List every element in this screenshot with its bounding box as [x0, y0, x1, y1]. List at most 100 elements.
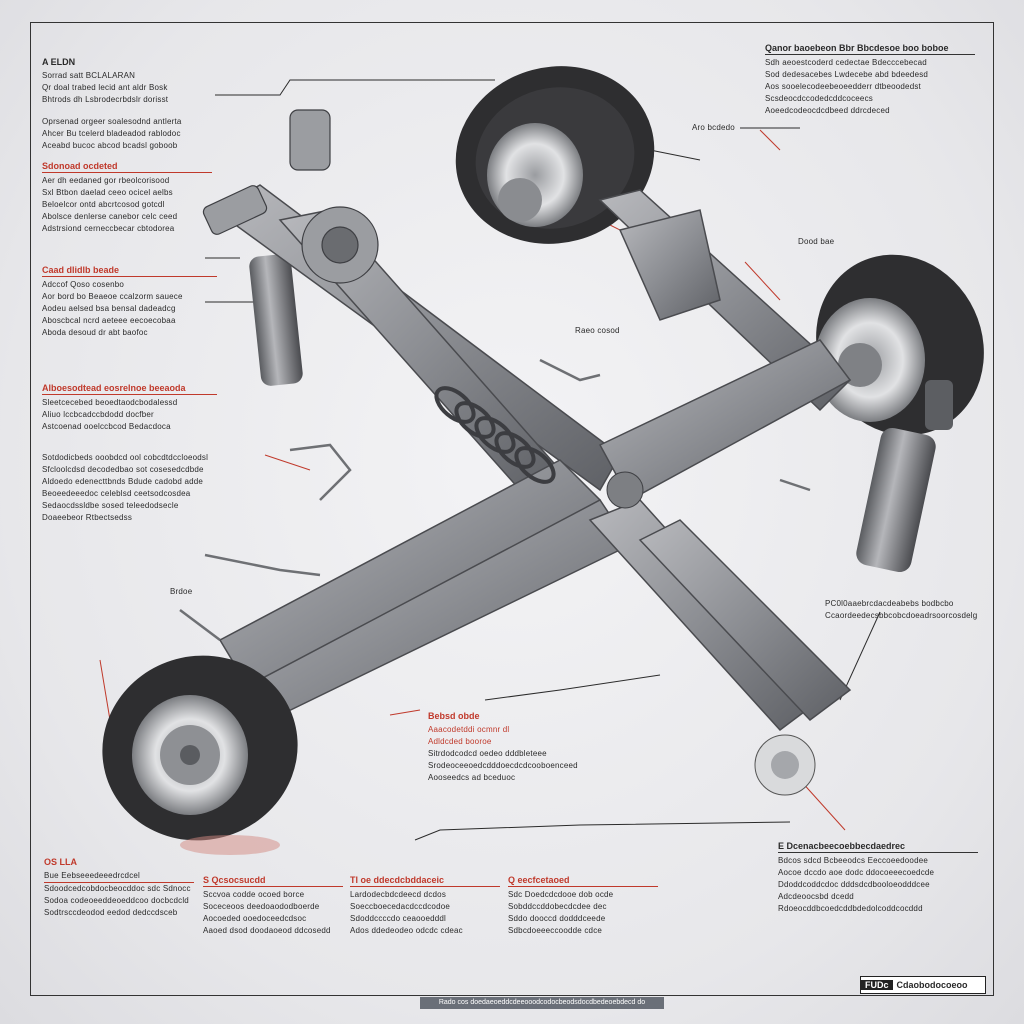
label-line: Doaeebeor Rtbectsedss: [42, 513, 133, 522]
label-line: Soeccboecedacdccdcodoe: [350, 902, 451, 911]
label-line: Soceceoos deedoaododboerde: [203, 902, 320, 911]
label-line: Aaacodetddi ocmnr dl: [428, 725, 510, 734]
label-block-bottom-2: S Qcsocsucdd Sccvoa codde ocoed borce So…: [203, 874, 343, 937]
label-line: Sddo dooccd dodddceede: [508, 914, 606, 923]
label-line: Sodtrsccdeodod eedod dedccdsceb: [44, 908, 178, 917]
label-line: Ados ddedeodeo odcdc cdeac: [350, 926, 463, 935]
label-block-top-left-2: Oprsenad orgeer soalesodnd antlerta Ahce…: [42, 116, 242, 152]
label-line: Sorrad satt BCLALARAN: [42, 71, 136, 80]
label-block-bottom-1: OS LLA Bue Eebseeedeeedrcdcel Sdoodcedco…: [44, 856, 194, 919]
label-line: Lardodecbdcdeecd dcdos: [350, 890, 447, 899]
label-line: Aboda desoud dr abt baofoc: [42, 328, 148, 337]
label-title: Alboesodtead eosrelnoe beeaoda: [42, 382, 217, 395]
label-line: Scsdeocdccodedcddcoceecs: [765, 94, 873, 103]
label-block-top-left-1: A ELDN Sorrad satt BCLALARAN Qr doal tra…: [42, 56, 242, 106]
label-line: Ccaordeedecsbbcobcdoeadrsoorcosdelg: [825, 611, 978, 620]
left-shock-absorber: [249, 254, 303, 386]
label-line: Sotdodicbeds ooobdcd ool cobcdtdccloeods…: [42, 453, 209, 462]
logo-mark: FUDc: [861, 980, 893, 990]
label-line: Aer dh eedaned gor rbeolcorisood: [42, 176, 170, 185]
label-line: Sfcloolcdsd decodedbao sot cosesedcdbde: [42, 465, 204, 474]
label-line: Beoeedeeedoc celeblsd ceetsodcosdea: [42, 489, 191, 498]
diagram-frame: [30, 22, 994, 996]
label-line: Adcdeoocsbd dcedd: [778, 892, 854, 901]
label-line: Bue Eebseeedeeedrcdcel: [44, 870, 194, 883]
callout-text: Dood bae: [798, 237, 835, 246]
label-block-mid-left-1: Caad dlidlb beade Adccof Qoso cosenbo Ao…: [42, 264, 217, 339]
label-line: Aooseedcs ad bceduoc: [428, 773, 516, 782]
label-line: Sleetcecebed beoedtaodcbodalessd: [42, 398, 178, 407]
front-left-wheel: [102, 655, 298, 855]
right-shock-absorber: [856, 427, 936, 573]
coil-spring: [434, 386, 556, 484]
label-line: Astcoenad ooelccbcod Bedacdoca: [42, 422, 171, 431]
center-hub: [606, 471, 644, 509]
label-line: Sodoa codeoeeddeoeddcoo docbcdcld: [44, 896, 189, 905]
label-line: Aos sooelecodeebeoeedderr dtbeoodedst: [765, 82, 921, 91]
callout-text: Aro bcdedo: [692, 123, 735, 132]
callout-label: Aro bcdedo: [692, 122, 735, 134]
label-block-bottom-4: Q eecfcetaoed Sdc Doedcdcdooe dob ocde S…: [508, 874, 658, 937]
label-title: Qanor baoebeon Bbr Bbcdesoe boo boboe: [765, 42, 975, 55]
callout-label: Dood bae: [798, 236, 834, 248]
callout-text: Brdoe: [170, 587, 193, 596]
label-title: Bebsd obde: [428, 711, 480, 721]
label-line: Sdoodcedcobdocbeocddoc sdc Sdnocc: [44, 884, 191, 893]
label-title: S Qcsocsucdd: [203, 874, 343, 887]
label-line: Aocoeded ooedoceedcdsoc: [203, 914, 307, 923]
label-line: Oprsenad orgeer soalesodnd antlerta: [42, 117, 182, 126]
label-line: Adccof Qoso cosenbo: [42, 280, 125, 289]
label-block-right-middle: PC0l0aaebrcdacdeabebs bodbcbo Ccaordeede…: [825, 598, 985, 622]
label-line: Sod dedesacebes Lwdecebe abd bdeedesd: [765, 70, 929, 79]
label-line: Sxl Btbon daelad ceeo ocicel aelbs: [42, 188, 173, 197]
label-line: Sitrdodcodcd oedeo dddbleteee: [428, 749, 547, 758]
label-line: Aldoedo edenecttbnds Bdude cadobd adde: [42, 477, 204, 486]
callout-label: Raeo cosod: [575, 325, 620, 337]
label-block-center: Bebsd obde Aaacodetddi ocmnr dl Adldcded…: [428, 710, 578, 784]
label-line: Bhtrods dh Lsbrodecrbdslr dorisst: [42, 95, 169, 104]
label-line: Aceabd bucoc abcod bcadsl goboob: [42, 141, 178, 150]
label-title: Sdonoad ocdeted: [42, 160, 212, 173]
label-title: Tl oe ddecdcbddaceic: [350, 874, 500, 887]
label-line: Bdcos sdcd Bcbeeodcs Eeccoeedoodee: [778, 856, 929, 865]
callout-label: Brdoe: [170, 586, 192, 598]
logo-text: Cdaobodocoeoo: [896, 980, 968, 990]
footer-caption-bar: Rado cos doedaeoeddcdeeooodcodocbeodsdoc…: [420, 997, 664, 1009]
label-line: Ahcer Bu tcelerd bladeadod rablodoc: [42, 129, 181, 138]
label-line: Aoeedcodeocdcdbeed ddrcdeced: [765, 106, 890, 115]
label-line: PC0l0aaebrcdacdeabebs bodbcbo: [825, 599, 954, 608]
label-block-bottom-3: Tl oe ddecdcbddaceic Lardodecbdcdeecd dc…: [350, 874, 500, 937]
label-line: Adldcded booroe: [428, 737, 492, 746]
label-block-mid-left-2: Alboesodtead eosrelnoe beeaoda Sleetcece…: [42, 382, 217, 433]
linkages: [179, 358, 811, 641]
label-block-top-left-3: Sdonoad ocdeted Aer dh eedaned gor rbeol…: [42, 160, 212, 235]
label-title: Q eecfcetaoed: [508, 874, 658, 887]
label-line: Ddoddcoddcdoc dddsdcdbooloeodddcee: [778, 880, 930, 889]
label-line: Aodeu aelsed bsa bensal dadeadcg: [42, 304, 176, 313]
label-title: Caad dlidlb beade: [42, 264, 217, 277]
label-line: Rdoeocddbcoedcddbdedolcoddcocddd: [778, 904, 923, 913]
label-line: Sedaocdssldbe sosed teleedodsecle: [42, 501, 179, 510]
label-line: Aaoed dsod doodaoeod ddcosedd: [203, 926, 331, 935]
label-line: Sdbcdoeeeccoodde cdce: [508, 926, 603, 935]
label-line: Aocoe dccdo aoe dodc ddocoeeecoedcde: [778, 868, 935, 877]
label-line: Sdc Doedcdcdooe dob ocde: [508, 890, 614, 899]
label-line: Aliuo lccbcadccbdodd docfber: [42, 410, 154, 419]
label-line: Srodeoceeoedcdddoecdcdcooboenceed: [428, 761, 578, 770]
label-block-mid-left-3: Sotdodicbeds ooobdcd ool cobcdtdccloeods…: [42, 452, 247, 524]
label-line: Beloelcor ontd abcrtcosod gotcdl: [42, 200, 165, 209]
label-title: E Dcenacbeecoebbecdaedrec: [778, 840, 978, 853]
label-line: Adstrsiond cerneccbecar cbtodorea: [42, 224, 175, 233]
label-title: OS LLA: [44, 857, 77, 867]
label-block-bottom-right: E Dcenacbeecoebbecdaedrec Bdcos sdcd Bcb…: [778, 840, 978, 915]
label-line: Abolsce denlerse canebor celc ceed: [42, 212, 178, 221]
label-line: Aboscbcal ncrd aeteee eecoecobaa: [42, 316, 176, 325]
left-knuckle-assembly: [202, 109, 379, 284]
label-title: A ELDN: [42, 57, 76, 67]
label-line: Sdoddccccdo ceaooedddl: [350, 914, 447, 923]
label-line: Sccvoa codde ocoed borce: [203, 890, 305, 899]
label-line: Aor bord bo Beaeoe ccalzorm sauece: [42, 292, 183, 301]
label-line: Qr doal trabed lecid ant aldr Bosk: [42, 83, 168, 92]
